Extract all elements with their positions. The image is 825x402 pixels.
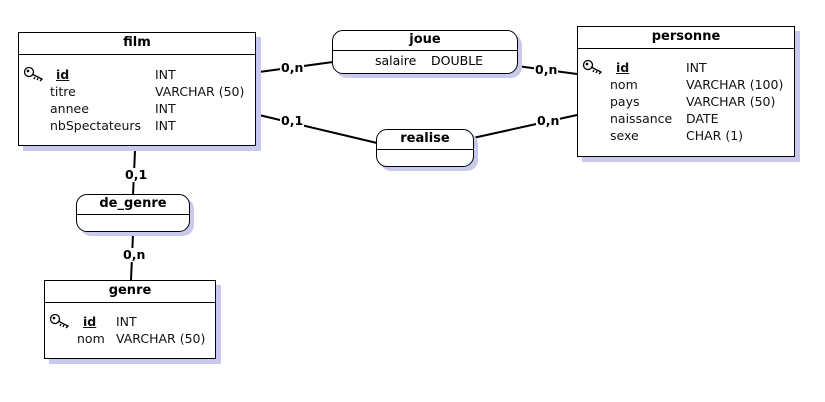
attribute-type: INT bbox=[116, 314, 137, 329]
attribute-type: INT bbox=[155, 67, 176, 82]
attribute-name: naissance bbox=[610, 111, 673, 126]
attribute-row: id INT bbox=[45, 313, 215, 330]
attribute-row: titre VARCHAR (50) bbox=[19, 83, 255, 100]
attribute-name: salaire bbox=[375, 53, 417, 68]
association-realise[interactable]: realise bbox=[376, 129, 474, 167]
attribute-type: VARCHAR (50) bbox=[155, 84, 245, 99]
entity-title: genre bbox=[45, 281, 215, 303]
attribute-name: id bbox=[616, 60, 630, 75]
cardinality-film-de-genre: 0,1 bbox=[124, 167, 149, 182]
attribute-row: nbSpectateurs INT bbox=[19, 117, 255, 134]
attribute-row: nom VARCHAR (100) bbox=[578, 76, 794, 93]
association-attribute: salaire DOUBLE bbox=[333, 51, 517, 68]
attribute-row: id INT bbox=[19, 66, 255, 83]
attribute-type: INT bbox=[155, 118, 176, 133]
attribute-row: sexe CHAR (1) bbox=[578, 127, 794, 144]
attribute-type: VARCHAR (100) bbox=[686, 77, 784, 92]
attribute-name: nom bbox=[77, 331, 105, 346]
cardinality-personne-realise: 0,n bbox=[536, 113, 561, 128]
attribute-type: DATE bbox=[686, 111, 719, 126]
attribute-type: INT bbox=[686, 60, 707, 75]
link-realise-personne bbox=[472, 114, 578, 139]
attribute-name: sexe bbox=[610, 128, 639, 143]
cardinality-personne-joue: 0,n bbox=[534, 62, 559, 77]
association-de-genre[interactable]: de_genre bbox=[76, 194, 190, 232]
entity-title: personne bbox=[578, 27, 794, 49]
key-icon bbox=[23, 66, 45, 86]
attribute-type: INT bbox=[155, 101, 176, 116]
entity-title: film bbox=[19, 33, 255, 55]
attribute-type: VARCHAR (50) bbox=[116, 331, 206, 346]
association-title: realise bbox=[377, 130, 473, 150]
attribute-type: VARCHAR (50) bbox=[686, 94, 776, 109]
key-icon bbox=[582, 59, 604, 79]
attribute-name: annee bbox=[50, 101, 89, 116]
association-joue[interactable]: joue salaire DOUBLE bbox=[332, 30, 518, 74]
attribute-name: titre bbox=[50, 84, 76, 99]
attribute-row: pays VARCHAR (50) bbox=[578, 93, 794, 110]
attribute-name: pays bbox=[610, 94, 640, 109]
attribute-type: CHAR (1) bbox=[686, 128, 744, 143]
cardinality-film-realise: 0,1 bbox=[280, 113, 305, 128]
entity-film[interactable]: film id INT titre VARCHAR (50) annee INT… bbox=[18, 32, 256, 146]
entity-genre[interactable]: genre id INT nom VARCHAR (50) bbox=[44, 280, 216, 359]
attribute-row: naissance DATE bbox=[578, 110, 794, 127]
attribute-name: id bbox=[56, 67, 70, 82]
attribute-row: annee INT bbox=[19, 100, 255, 117]
attribute-type: DOUBLE bbox=[431, 53, 484, 68]
cardinality-film-joue: 0,n bbox=[280, 60, 305, 75]
attribute-row: id INT bbox=[578, 59, 794, 76]
association-title: joue bbox=[333, 31, 517, 51]
entity-personne[interactable]: personne id INT nom VARCHAR (100) pays V… bbox=[577, 26, 795, 157]
association-title: de_genre bbox=[77, 195, 189, 215]
attribute-row: nom VARCHAR (50) bbox=[45, 330, 215, 347]
link-film-realise bbox=[258, 114, 378, 144]
attribute-name: id bbox=[83, 314, 97, 329]
cardinality-genre-de-genre: 0,n bbox=[122, 247, 147, 262]
attribute-name: nbSpectateurs bbox=[50, 118, 142, 133]
key-icon bbox=[49, 313, 71, 333]
attribute-name: nom bbox=[610, 77, 638, 92]
